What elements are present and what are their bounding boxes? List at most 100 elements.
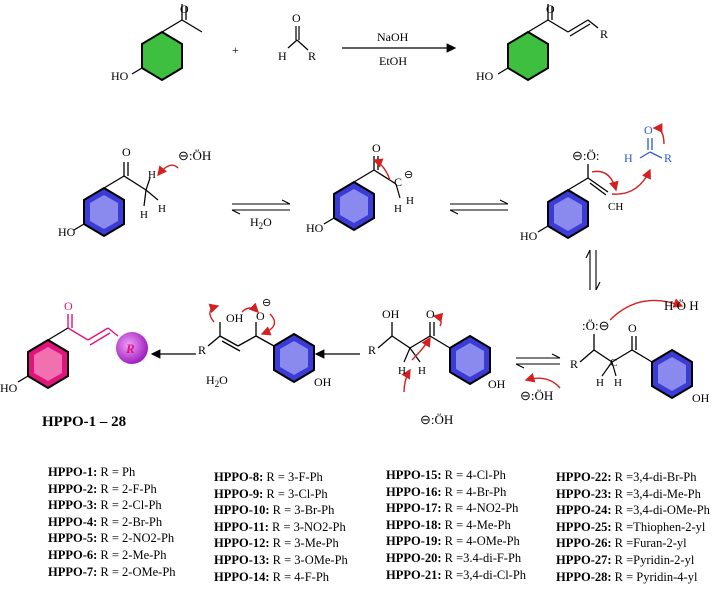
reactant-ho: HO [111, 69, 129, 83]
compound-substituent: R = 4-Cl-Ph [441, 468, 506, 482]
d-oh: OH [692, 391, 710, 405]
aldehyde-r: R [308, 49, 316, 63]
aldehyde-h: H [278, 49, 287, 63]
compound-id: HPPO-23: [556, 486, 612, 501]
compound-row: HPPO-14: R = 4-F-Ph [214, 570, 348, 587]
compound-substituent: R = Pyridin-4-yl [611, 569, 698, 584]
a-hydroxide: ⊖:ÖH [178, 148, 211, 163]
compound-substituent: R =3,4-di-Br-Ph [611, 470, 697, 484]
reactant-o: O [180, 2, 189, 16]
f-o: O [256, 309, 265, 323]
a-h1: H [148, 169, 156, 181]
d-c: C [610, 357, 617, 369]
a-h3: H [140, 209, 148, 221]
a-ho: HO [58, 225, 76, 239]
compound-id: HPPO-21: [386, 567, 442, 582]
structure-d [579, 298, 693, 400]
equilibrium-arrow-3 [515, 353, 561, 369]
product-ring [497, 4, 599, 82]
compound-id: HPPO-11: [214, 519, 269, 534]
compound-id: HPPO-9: [214, 486, 264, 501]
structure-e [377, 312, 491, 393]
d-o: O [628, 321, 637, 335]
compound-substituent: R = 2-NO2-Ph [97, 531, 175, 546]
water-label-1: H2O [250, 215, 272, 231]
compound-substituent: R = 4-NO2-Ph [441, 501, 519, 516]
compound-id: HPPO-27: [556, 552, 612, 567]
e-h1: H [398, 365, 406, 377]
reagent-etoh: EtOH [379, 54, 407, 68]
compound-id: HPPO-25: [556, 519, 612, 534]
d-r: R [570, 357, 578, 371]
compound-row: HPPO-6: R = 2-Me-Ph [48, 548, 176, 565]
f-oh: OH [226, 311, 244, 325]
compound-substituent: R = 3-Br-Ph [269, 503, 335, 518]
aldehyde-o: O [292, 11, 301, 25]
compound-substituent: R = 2-OMe-Ph [97, 564, 176, 579]
compound-id: HPPO-24: [556, 503, 612, 518]
compound-substituent: R = 4-OMe-Ph [441, 534, 520, 549]
a-o: O [122, 145, 131, 159]
compound-id: HPPO-12: [214, 536, 270, 551]
reagent-naoh: NaOH [377, 30, 409, 44]
compound-id: HPPO-22: [556, 470, 612, 484]
compound-substituent: R =3,4-di-Cl-Ph [441, 567, 527, 582]
compound-substituent: R = 4-F-Ph [269, 569, 330, 584]
compound-substituent: R = 3-Cl-Ph [263, 486, 328, 501]
compound-substituent: R =3,4-di-OMe-Ph [611, 503, 710, 518]
compound-id: HPPO-6: [48, 547, 98, 562]
compound-substituent: R =Pyridin-2-yl [611, 552, 695, 567]
hydroxide-3: ⊖:ÖH [420, 412, 453, 427]
compound-row: HPPO-11: R = 3-NO2-Ph [214, 520, 348, 537]
product-o: O [546, 2, 555, 16]
compound-row: HPPO-21: R =3,4-di-Cl-Ph [386, 568, 526, 585]
compound-substituent: R = 3-F-Ph [263, 470, 323, 484]
e-oh2: OH [488, 377, 506, 391]
product-final-o: O [64, 299, 73, 313]
compound-substituent: R = 2-Br-Ph [97, 514, 163, 529]
compound-id: HPPO-5: [48, 531, 98, 546]
curved-arrow-2 [524, 373, 561, 389]
f-minus: ⊖ [262, 297, 271, 309]
compound-substituent: R = 3-NO2-Ph [268, 519, 346, 534]
reaction-scheme: O HO + O H R NaOH EtOH O R HO [0, 2, 710, 427]
compound-substituent: R = 4-Br-Ph [441, 484, 507, 499]
compound-id: HPPO-4: [48, 514, 98, 529]
f-r: R [198, 343, 206, 357]
compound-id: HPPO-20: [386, 550, 442, 565]
aldehyde [287, 26, 309, 51]
compound-id: HPPO-8: [214, 470, 264, 484]
water-label-2: H2O [206, 373, 228, 389]
compound-id: HPPO-10: [214, 503, 270, 518]
compound-row: HPPO-28: R = Pyridin-4-yl [556, 570, 710, 587]
b-h2: H [406, 195, 414, 207]
d-h1: H [596, 377, 604, 389]
compound-id: HPPO-13: [214, 552, 270, 567]
compound-id: HPPO-19: [386, 534, 442, 549]
series-label: HPPO-1 – 28 [42, 414, 127, 430]
compound-id: HPPO-17: [386, 501, 442, 516]
compound-row: HPPO-13: R = 3-OMe-Ph [214, 553, 348, 570]
compound-row: HPPO-25: R =Thiophen-2-yl [556, 520, 710, 537]
b-minus: ⊖ [404, 169, 413, 181]
compound-id: HPPO-28: [556, 569, 612, 584]
b-o: O [372, 141, 381, 155]
water-molecule: H Ö H [664, 298, 699, 313]
product-final-r: R [125, 341, 135, 356]
equilibrium-arrow-vertical [585, 249, 601, 291]
plus-sign: + [232, 43, 239, 57]
d-h2: H [614, 377, 622, 389]
a-h2: H [158, 203, 166, 215]
f-oh2: OH [314, 375, 332, 389]
compound-row: HPPO-8: R = 3-F-Ph [214, 470, 348, 487]
compound-row: HPPO-5: R = 2-NO2-Ph [48, 531, 176, 548]
e-oh: OH [382, 307, 400, 321]
blue-r: R [664, 151, 672, 165]
compound-substituent: R = 3-Me-Ph [269, 536, 339, 551]
structure-b [323, 156, 401, 232]
hydroxide-2: ⊖:ÖH [520, 388, 553, 403]
product-r: R [600, 27, 608, 41]
compound-substituent: R =Furan-2-yl [611, 536, 687, 551]
